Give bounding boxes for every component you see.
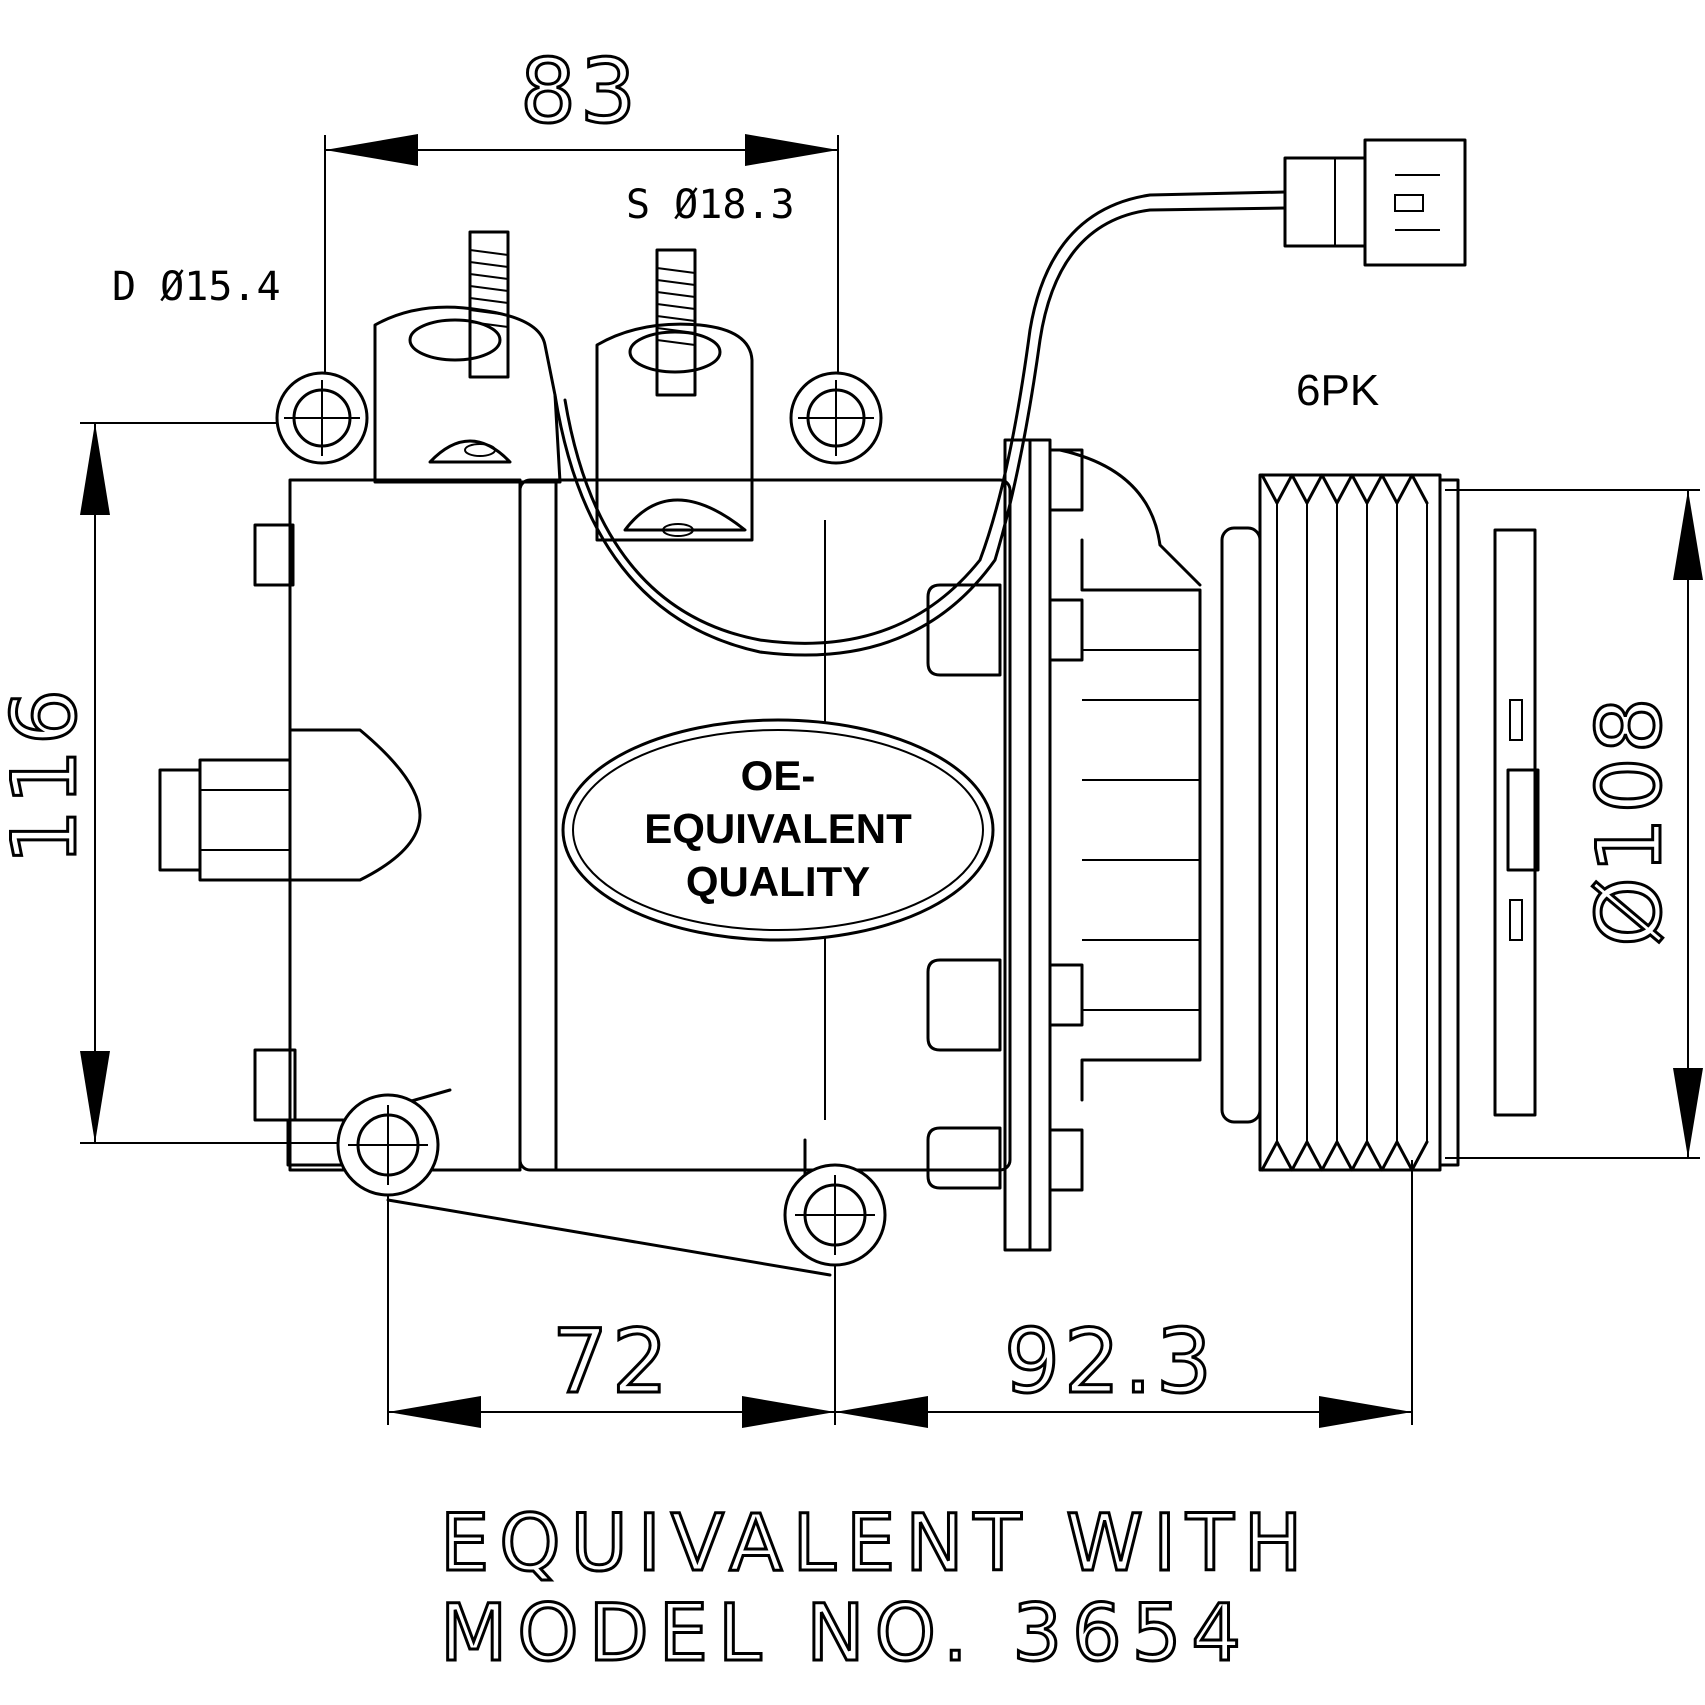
dimension-left-height: 116 [0, 422, 360, 1144]
dimension-bottom-left-label: 72 [552, 1310, 672, 1413]
badge-line2: EQUIVALENT [644, 805, 912, 852]
mounting-ears [275, 371, 887, 1267]
electrical-connector [1283, 156, 1367, 248]
badge-line1: OE- [741, 752, 816, 799]
dimension-left-label: 116 [0, 685, 96, 865]
suction-port-label: S Ø18.3 [626, 182, 795, 228]
pulley [1220, 473, 1540, 1172]
dimension-top-width: 83 [324, 39, 839, 400]
dimension-right-label: Ø108 [1578, 693, 1681, 946]
oe-equivalent-badge: OE- EQUIVALENT QUALITY [561, 718, 995, 942]
footer-line1: EQUIVALENT WITH [440, 1499, 1312, 1589]
badge-line3: QUALITY [686, 858, 870, 905]
footer-line2: MODEL NO. 3654 [440, 1589, 1251, 1679]
dimension-bottom-right-label: 92.3 [1004, 1310, 1216, 1413]
dimension-bottom: 72 92.3 [387, 1160, 1413, 1428]
compressor-body [158, 230, 1202, 1277]
discharge-port-label: D Ø15.4 [112, 264, 281, 310]
dimension-top-label: 83 [520, 40, 640, 143]
belt-type-label: 6PK [1296, 366, 1379, 415]
wire-harness [553, 138, 1467, 657]
dimension-pulley-diameter: Ø108 [1445, 489, 1703, 1159]
